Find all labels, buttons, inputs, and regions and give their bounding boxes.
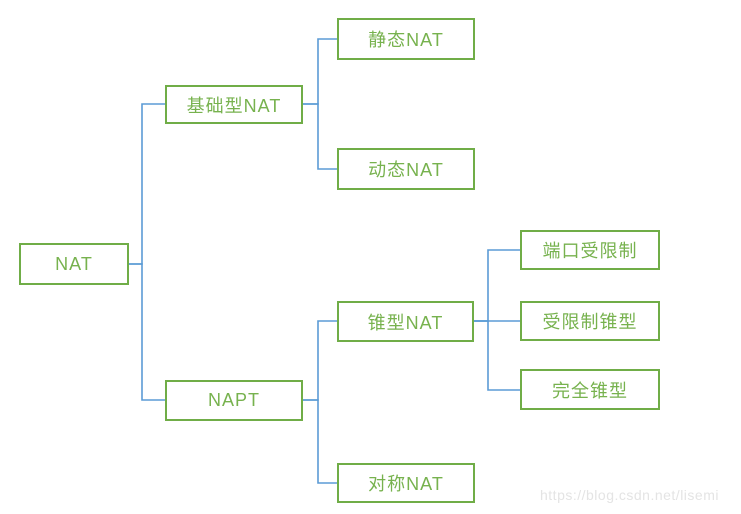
- node-port-restricted: 端口受限制: [520, 230, 660, 270]
- node-dynamic-nat: 动态NAT: [337, 148, 475, 190]
- node-cone-nat: 锥型NAT: [337, 301, 474, 342]
- connector-cone-full: [474, 320, 520, 391]
- node-static-nat: 静态NAT: [337, 18, 475, 60]
- node-nat: NAT: [19, 243, 129, 285]
- node-napt-label: NAPT: [207, 390, 260, 410]
- node-napt: NAPT: [165, 380, 303, 421]
- connector-napt-symmetric: [303, 399, 337, 484]
- node-basic-nat: 基础型NAT: [165, 85, 303, 124]
- node-symmetric-nat: 对称NAT: [337, 463, 475, 503]
- node-symmetric-nat-label: 对称NAT: [368, 474, 444, 494]
- node-full-cone-label: 完全锥型: [552, 380, 628, 401]
- node-nat-label: NAT: [55, 253, 93, 274]
- connector-cone-port: [474, 249, 520, 322]
- node-dynamic-nat-label: 动态NAT: [368, 160, 444, 180]
- node-basic-nat-label: 基础型NAT: [186, 95, 282, 116]
- connector-nat-basic-nat: [129, 103, 165, 265]
- node-full-cone: 完全锥型: [520, 369, 660, 410]
- node-port-restricted-label: 端口受限制: [542, 241, 638, 261]
- connector-basic-static: [303, 38, 337, 105]
- node-static-nat-label: 静态NAT: [368, 30, 444, 50]
- connector-nat-napt: [129, 263, 165, 401]
- csdn-watermark: https://blog.csdn.net/lisemi: [540, 487, 719, 503]
- node-cone-nat-label: 锥型NAT: [367, 312, 444, 333]
- node-restricted-cone-label: 受限制锥型: [542, 312, 638, 332]
- node-restricted-cone: 受限制锥型: [520, 301, 660, 341]
- connector-napt-cone: [303, 320, 337, 401]
- connector-basic-dynamic: [303, 103, 337, 170]
